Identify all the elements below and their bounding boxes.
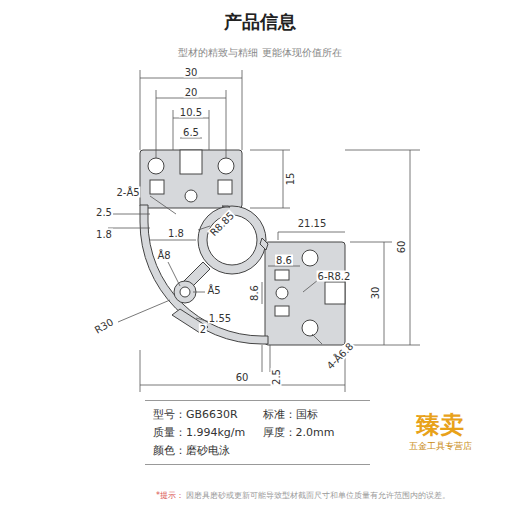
dimension-label: 8.6 [275, 255, 293, 266]
dimension-label: 6-R8.2 [317, 271, 352, 282]
dimension-label: R30 [92, 316, 116, 336]
spec-cell: 颜色：磨砂电泳 [153, 443, 253, 458]
spec-cell: 厚度：2.0mm [263, 425, 363, 440]
page-title: 产品信息 [0, 10, 520, 34]
watermark: 五金工具专营店 [409, 442, 472, 452]
dimension-label: Å8 [156, 250, 171, 261]
note: 因磨具磨砂或更新可能导致型材截面尺寸和单位质量有允许范围内的误差。 [186, 492, 450, 501]
dimension-label: 6.5 [182, 127, 200, 138]
dimension-label: 15 [285, 172, 296, 187]
watermark: 臻卖 [416, 412, 464, 438]
dimension-label: Å5 [206, 285, 221, 296]
dimension-label: 10.5 [179, 107, 203, 118]
dimension-label: 8.6 [249, 284, 260, 302]
dimension-label: 21.15 [297, 218, 328, 229]
dimension-label: 60 [396, 240, 407, 255]
dimension-label: 60 [235, 372, 250, 383]
spec-table: 型号：GB6630R 标准：国标质量：1.994kg/m 厚度：2.0mm 颜色：磨砂… [145, 400, 370, 465]
note: *提示： [156, 492, 184, 501]
spec-cell: 质量：1.994kg/m [153, 425, 253, 440]
dimension-label: 30 [184, 67, 199, 78]
dimension-label: 1.55 [208, 313, 232, 324]
subtitle: 型材的精致与精细 更能体现价值所在 [178, 47, 341, 58]
dimension-label: 2 [199, 324, 207, 335]
dimension-label: 2.5 [271, 368, 282, 386]
spec-cell: 型号：GB6630R [153, 407, 253, 422]
spec-cell: 标准：国标 [263, 407, 363, 422]
dimension-label: 2.5 [95, 207, 113, 218]
dimension-label: 2-Å5 [115, 187, 140, 198]
dimension-label: 30 [370, 286, 381, 301]
dimension-label: 1.8 [167, 228, 185, 239]
dimension-label: 1.8 [95, 229, 113, 240]
dimension-label: 20 [184, 87, 199, 98]
